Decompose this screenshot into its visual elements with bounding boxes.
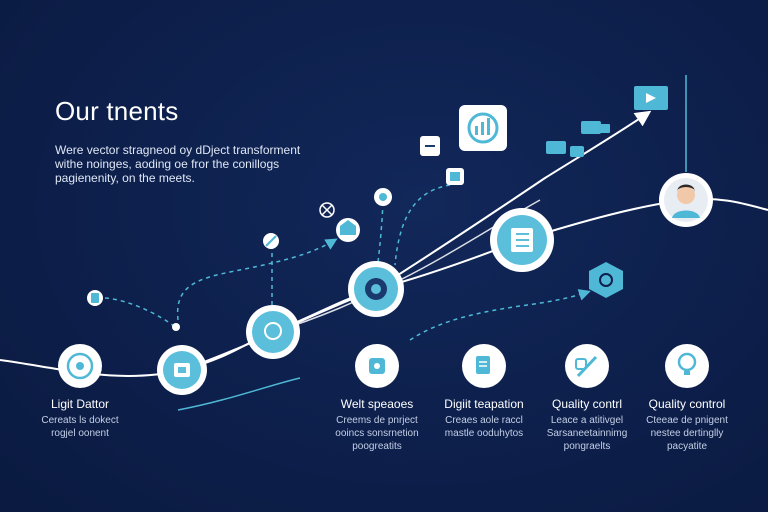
step-3-desc-1: Creaes aole raccl: [445, 415, 523, 426]
step-4-desc-3: pongraelts: [563, 441, 611, 452]
bulb-icon: [665, 344, 709, 388]
crosshair-icon: [319, 202, 335, 218]
step-5-title: Quality control: [648, 397, 726, 411]
avatar: [659, 173, 713, 227]
hexagon-network-icon: [589, 262, 623, 298]
dashed-connector-1: [104, 297, 176, 328]
step-2-desc-2: ooincs sonsrnetion: [335, 428, 419, 439]
step-2-title: Welt speaoes: [340, 397, 414, 411]
step-3-title: Digiit teapation: [444, 397, 524, 411]
grid-card-icon: [446, 168, 464, 185]
step-1-desc-1: Cereats ls dokect: [41, 415, 119, 426]
dashed-connector-5: [394, 184, 451, 266]
description-line-3: pagienenity, on the meets.: [55, 171, 195, 185]
devices-icon: [546, 121, 610, 157]
step-2-desc-1: Creems de pnrject: [336, 415, 418, 426]
video-icon: [634, 86, 668, 110]
badge-icon: [58, 344, 102, 388]
page-title: Our tnents: [55, 96, 179, 126]
dashed-connector-4: [377, 201, 384, 263]
step-5-desc-1: Cteeae de pnigent: [646, 415, 728, 426]
step-1-desc-2: rogjel oonent: [51, 428, 109, 439]
key-icon: [263, 233, 279, 249]
step-4-desc-1: Leace a atitivgel: [550, 415, 624, 426]
step-5-desc-3: pacyatite: [666, 441, 708, 452]
description-line-2: withe noinges, aoding oe fror the conill…: [55, 157, 280, 171]
step-4-title: Quality contrl: [551, 397, 623, 411]
dashed-connector-6: [409, 289, 591, 341]
puzzle-icon: [355, 344, 399, 388]
step-2-desc-3: poogreatits: [352, 441, 402, 452]
pen-icon: [565, 344, 609, 388]
step-3-desc-2: mastle ooduhytos: [444, 428, 524, 439]
chart-card-icon: [459, 105, 507, 151]
node-target: [348, 261, 404, 317]
building-icon: [336, 218, 360, 242]
node-chat: [246, 305, 300, 359]
connector-dot: [172, 323, 180, 331]
arrow-card-icon: [420, 136, 440, 156]
lightning-icon: [87, 290, 103, 306]
step-5-desc-2: nestee dertinglly: [650, 428, 724, 439]
step-4-desc-2: Sarsaneetainnimg: [546, 428, 628, 439]
document-icon: [462, 344, 506, 388]
description-line-1: Were vector stragneod oy dDject transfor…: [55, 143, 301, 157]
gear-icon: [374, 188, 392, 206]
node-tag: [157, 345, 207, 395]
dashed-connector-2: [176, 238, 338, 321]
node-book: [490, 208, 554, 272]
step-1-title: Ligit Dattor: [50, 397, 110, 411]
timeline-curve-bottom: [177, 377, 301, 411]
